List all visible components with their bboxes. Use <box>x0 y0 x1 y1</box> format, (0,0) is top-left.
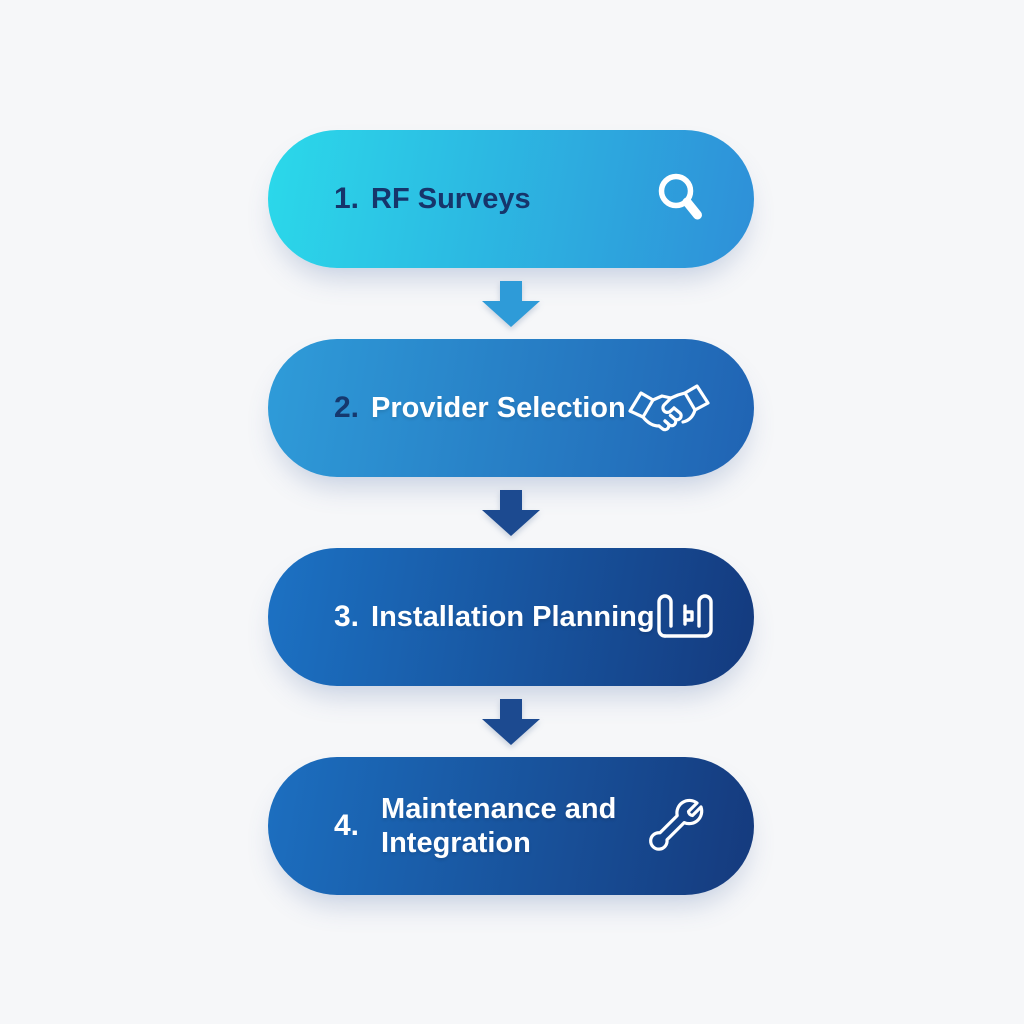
blueprint-icon <box>655 592 715 642</box>
process-flowchart: 1. RF Surveys 2. Provider Selection <box>268 130 754 895</box>
down-arrow-icon <box>482 280 540 327</box>
step-number: 1. <box>334 182 360 215</box>
step-number: 2. <box>334 391 360 424</box>
step-label: Maintenance and Integration <box>381 792 617 859</box>
down-arrow-icon <box>482 698 540 745</box>
step-number: 3. <box>334 600 360 633</box>
step-installation-planning: 3. Installation Planning <box>268 548 754 686</box>
step-provider-selection: 2. Provider Selection <box>268 339 754 477</box>
step-number: 4. <box>334 809 360 842</box>
wrench-icon <box>648 796 708 856</box>
step-label: Installation Planning <box>371 600 655 633</box>
connector-gap <box>268 686 754 757</box>
step-label: Provider Selection <box>371 391 626 424</box>
step-label: RF Surveys <box>371 182 531 215</box>
connector-gap <box>268 477 754 548</box>
down-arrow-icon <box>482 489 540 536</box>
connector-gap <box>268 268 754 339</box>
magnifier-icon <box>654 170 708 228</box>
step-maintenance-integration: 4. Maintenance and Integration <box>268 757 754 895</box>
handshake-icon <box>626 381 712 435</box>
step-rf-surveys: 1. RF Surveys <box>268 130 754 268</box>
